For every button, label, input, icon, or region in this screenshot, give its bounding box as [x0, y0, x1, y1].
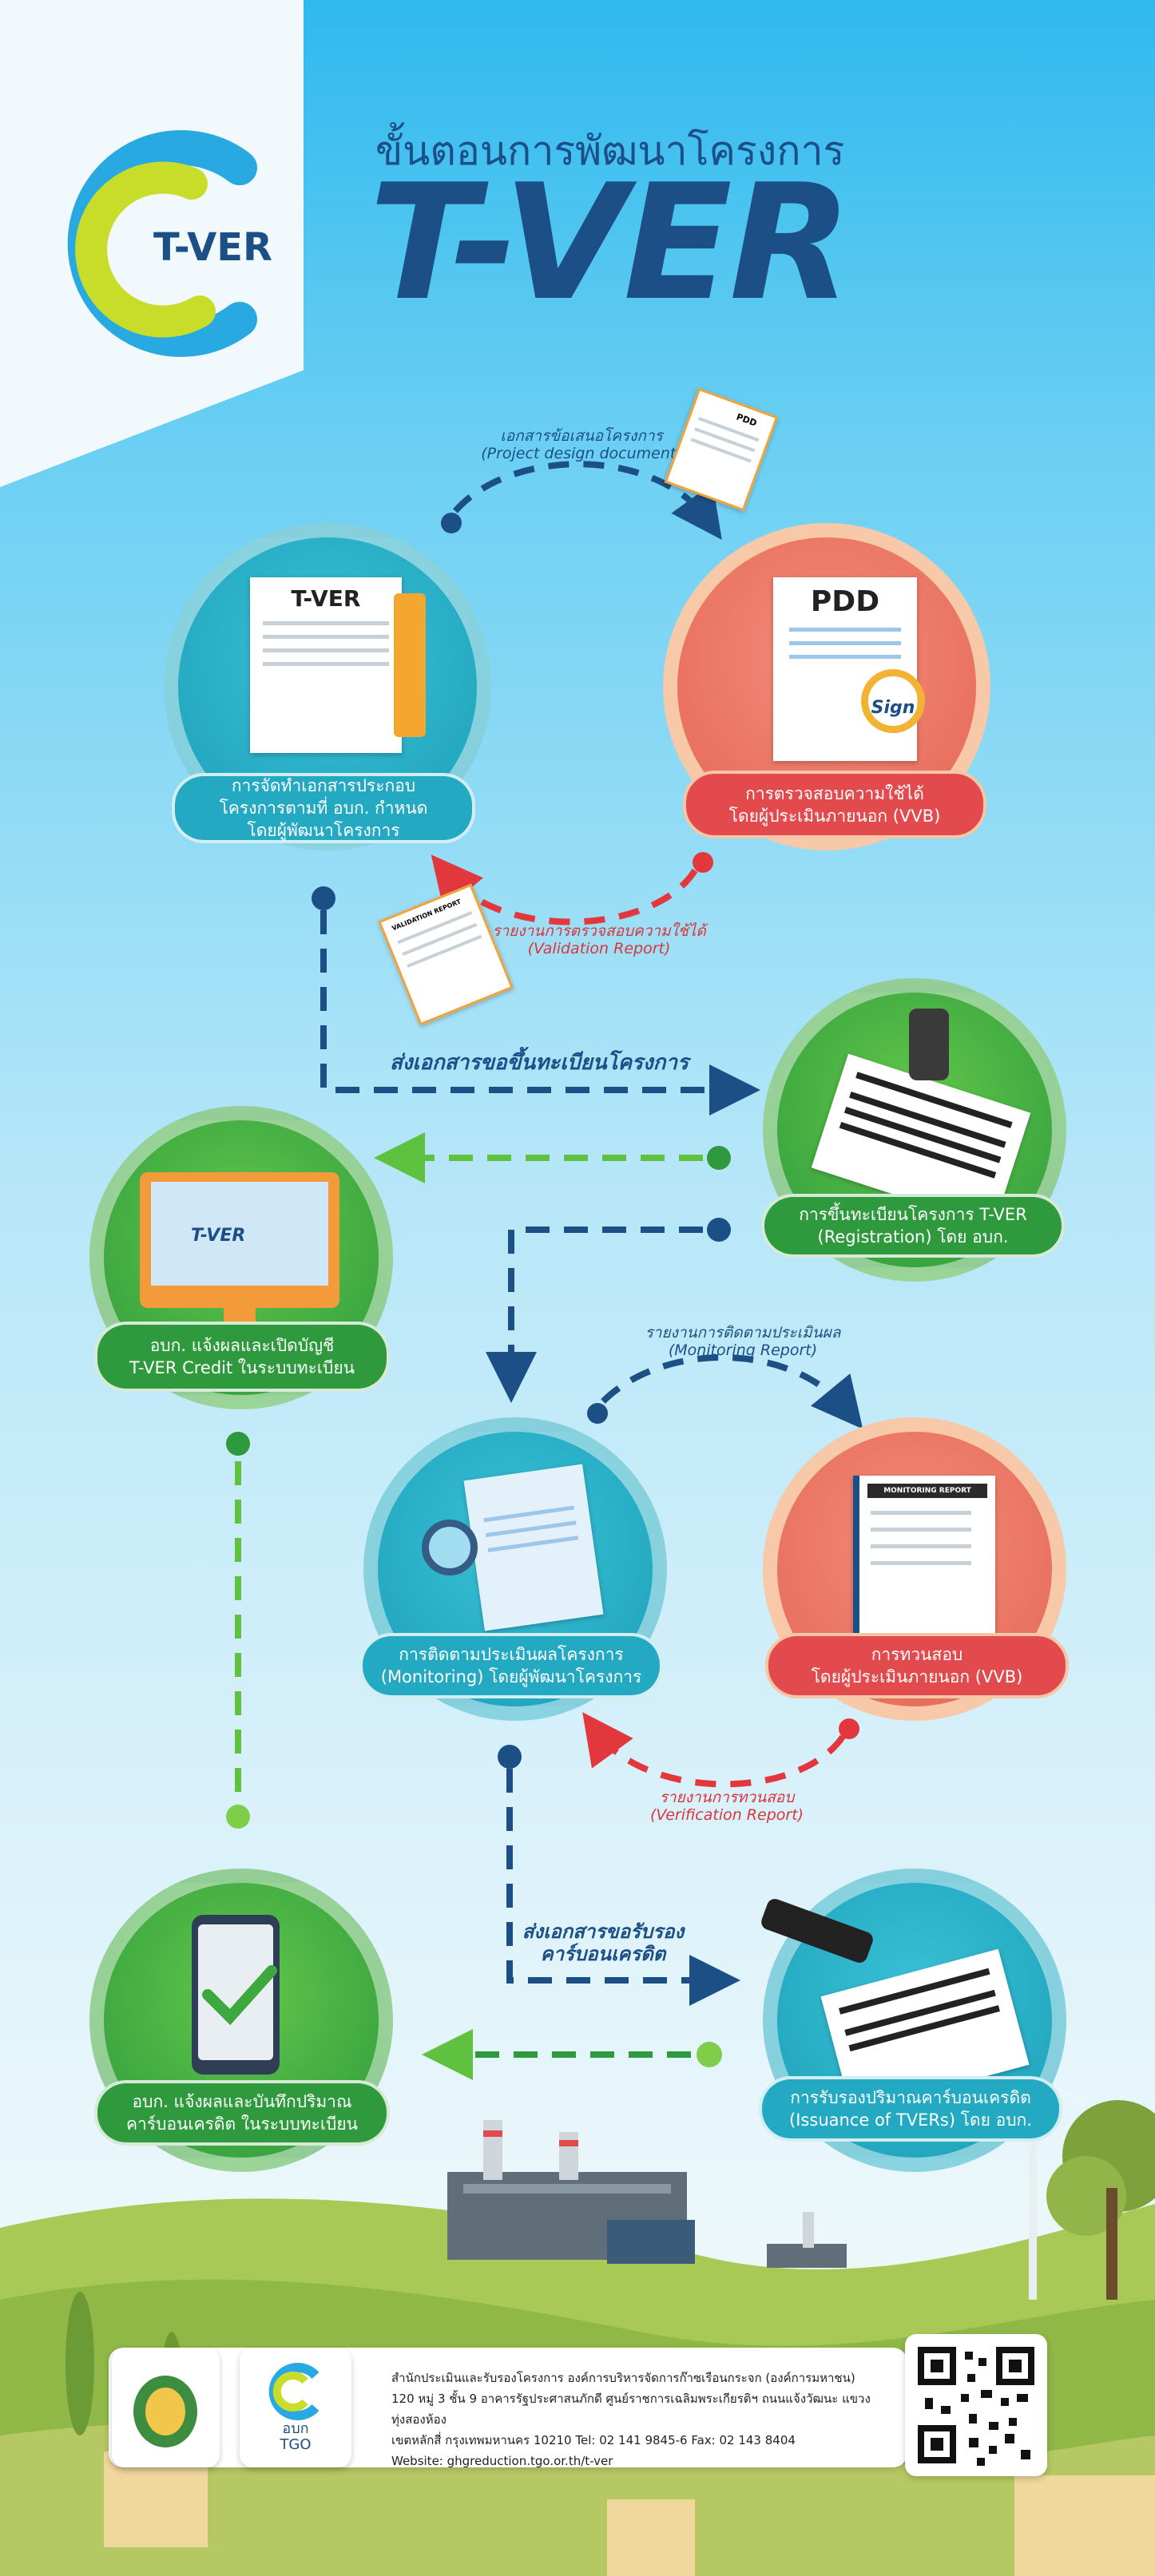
- footer-contact-text: สำนักประเมินและรับรองโครงการ องค์การบริห…: [391, 2371, 871, 2468]
- clipboard-icon: [463, 1464, 604, 1631]
- step-monitor-label: การติดตามประเมินผลโครงการ (Monitoring) โ…: [359, 1633, 663, 1698]
- step-verify-label: การทวนสอบ โดยผู้ประเมินภายนอก (VVB): [765, 1633, 1069, 1698]
- magnifier-icon: Sign: [861, 669, 925, 733]
- arrow-label-pdd: เอกสารข้อเสนอโครงการ (Project design doc…: [481, 427, 682, 462]
- arrow-validation-report: [431, 852, 713, 925]
- check-icon: [202, 1965, 277, 2026]
- step-account-label: อบก. แจ้งผลและเปิดบัญชี T-VER Credit ในร…: [94, 1322, 390, 1392]
- step-prepare-label: การจัดทำเอกสารประกอบ โครงการตามที่ อบก. …: [172, 773, 475, 843]
- smartphone-icon: [192, 1915, 280, 2075]
- arrow-submit-credit: [498, 1745, 740, 2006]
- qr-code-graphic: [918, 2347, 1034, 2466]
- arrow-label-submit-credit: ส่งเอกสารขอรับรอง คาร์บอนเครดิต: [522, 1920, 685, 1965]
- computer-monitor-icon: T-VER: [140, 1172, 339, 1308]
- arrow-label-submit-registration: ส่งเอกสารขอขึ้นทะเบียนโครงการ: [389, 1051, 689, 1075]
- step-register-label: การขึ้นทะเบียนโครงการ T-VER (Registratio…: [761, 1194, 1065, 1258]
- step-issuance-label: การรับรองปริมาณคาร์บอนเครดิต (Issuance o…: [759, 2076, 1062, 2142]
- page-title: T-VER: [369, 150, 852, 336]
- arrow-issuance-to-record: [422, 2029, 722, 2080]
- arrow-verification-report: [582, 1712, 859, 1788]
- magnifier-monitor-icon: [422, 1520, 478, 1575]
- arrow-label-verification-report: รายงานการทวนสอบ (Verification Report): [649, 1789, 804, 1824]
- tgo-logo: อบก TGO: [240, 2348, 351, 2467]
- arrow-account-down: [226, 1432, 250, 1829]
- qr-code[interactable]: [905, 2334, 1047, 2476]
- page-subtitle: ขั้นตอนการพัฒนาโครงการ: [375, 128, 845, 174]
- folder-icon: [394, 593, 426, 737]
- government-emblem-logo: [112, 2348, 220, 2467]
- monitoring-report-icon: MONITORING REPORT: [853, 1476, 995, 1643]
- arrow-register-to-monitor: [486, 1218, 731, 1403]
- arrow-label-validation-report: รายงานการตรวจสอบความใช้ได้ (Validation R…: [492, 922, 706, 957]
- arrow-label-monitoring-report: รายงานการติดตามประเมินผล (Monitoring Rep…: [645, 1324, 841, 1359]
- step-record-label: อบก. แจ้งผลและบันทึกปริมาณ คาร์บอนเครดิต…: [94, 2080, 390, 2146]
- tver-document-icon: T-VER: [250, 577, 402, 753]
- logo-text: T-VER: [153, 225, 273, 270]
- stamp-icon: [909, 1009, 949, 1080]
- step-validate-label: การตรวจสอบความใช้ได้ โดยผู้ประเมินภายนอก…: [683, 771, 986, 838]
- arrow-monitoring-report: [587, 1354, 863, 1429]
- arrow-register-to-account: [374, 1132, 731, 1183]
- arrow-pdd: [441, 461, 722, 540]
- arrow-submit-registration: [312, 886, 760, 1116]
